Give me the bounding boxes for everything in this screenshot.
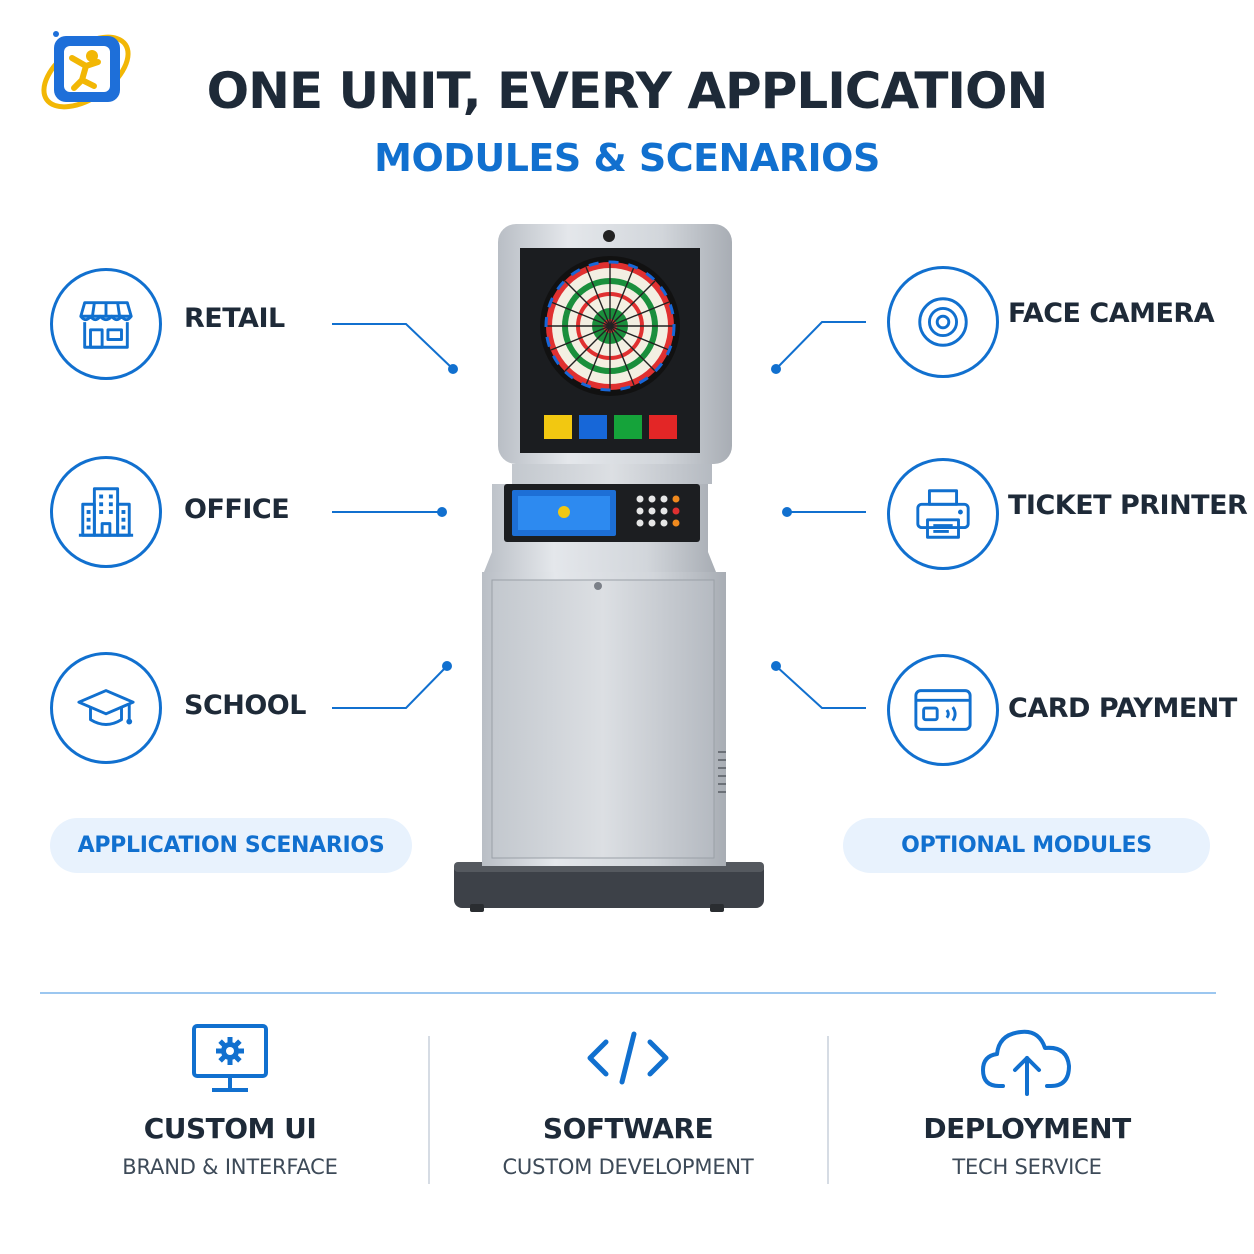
- scenario-label-school: SCHOOL: [184, 690, 306, 721]
- printer-icon: [916, 489, 970, 539]
- kiosk-button-blue: [579, 415, 607, 439]
- feature-deployment: DEPLOYMENT TECH SERVICE: [837, 1020, 1217, 1179]
- feature-subtitle: TECH SERVICE: [952, 1155, 1102, 1179]
- page-subtitle: MODULES & SCENARIOS: [374, 136, 880, 180]
- feature-software: SOFTWARE CUSTOM DEVELOPMENT: [438, 1020, 818, 1179]
- camera-lens-icon: [918, 297, 968, 347]
- kiosk-button-red: [649, 415, 677, 439]
- section-divider: [40, 992, 1216, 994]
- face-camera-icon-circle: [887, 266, 999, 378]
- feature-title: CUSTOM UI: [143, 1112, 317, 1145]
- column-divider: [827, 1036, 829, 1184]
- office-building-icon: [78, 487, 134, 537]
- kiosk-button-yellow: [544, 415, 572, 439]
- module-label-face-camera: FACE CAMERA: [1008, 298, 1215, 329]
- module-label-card-payment: CARD PAYMENT: [1008, 693, 1237, 724]
- ticket-printer-icon-circle: [887, 458, 999, 570]
- office-icon-circle: [50, 456, 162, 568]
- cloud-upload-icon: [981, 1029, 1071, 1096]
- page-title: ONE UNIT, EVERY APPLICATION: [206, 62, 1049, 120]
- feature-title: SOFTWARE: [542, 1112, 714, 1145]
- dart-kiosk-illustration: [440, 212, 780, 927]
- application-scenarios-badge: APPLICATION SCENARIOS: [50, 818, 412, 873]
- feature-subtitle: CUSTOM DEVELOPMENT: [502, 1155, 754, 1179]
- monitor-gear-icon: [192, 1024, 268, 1092]
- school-icon-circle: [50, 652, 162, 764]
- module-label-ticket-printer: TICKET PRINTER: [1008, 490, 1248, 521]
- graduation-cap-icon: [77, 689, 135, 726]
- card-payment-icon-circle: [887, 654, 999, 766]
- kiosk-button-green: [614, 415, 642, 439]
- brand-logo: [34, 22, 140, 112]
- scenario-label-office: OFFICE: [184, 494, 290, 525]
- column-divider: [428, 1036, 430, 1184]
- optional-modules-badge: OPTIONAL MODULES: [843, 818, 1210, 873]
- feature-subtitle: BRAND & INTERFACE: [122, 1155, 338, 1179]
- feature-title: DEPLOYMENT: [923, 1112, 1131, 1145]
- code-brackets-icon: [587, 1031, 669, 1085]
- retail-icon-circle: [50, 268, 162, 380]
- feature-custom-ui: CUSTOM UI BRAND & INTERFACE: [40, 1020, 420, 1179]
- storefront-icon: [79, 301, 133, 349]
- scenario-label-retail: RETAIL: [184, 303, 285, 334]
- contactless-card-icon: [914, 689, 972, 731]
